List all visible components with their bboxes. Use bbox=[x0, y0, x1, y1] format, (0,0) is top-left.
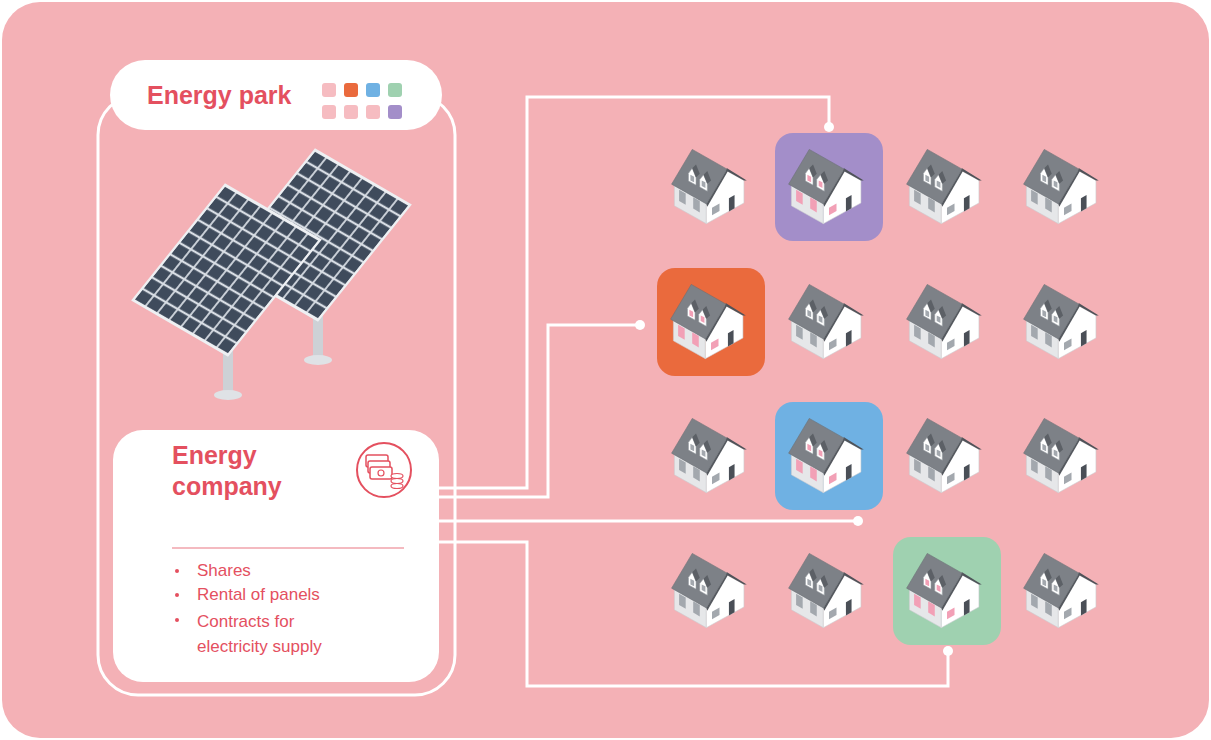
group-outline bbox=[98, 95, 455, 695]
connector-wires bbox=[439, 97, 948, 686]
house-icon bbox=[789, 284, 864, 358]
wire-dot bbox=[853, 516, 863, 526]
bullet-item: Shares bbox=[197, 560, 367, 582]
color-square bbox=[344, 83, 358, 97]
color-squares bbox=[322, 83, 402, 119]
company-box: Energy companySharesRental of panelsCont… bbox=[113, 430, 439, 682]
house-icon bbox=[672, 149, 747, 223]
bullet-item: Rental of panels bbox=[197, 584, 367, 606]
house-icon bbox=[789, 149, 864, 223]
supply-wire bbox=[439, 542, 948, 686]
supply-wire bbox=[439, 520, 858, 523]
highlight-tile bbox=[775, 133, 883, 241]
wire-dot bbox=[635, 320, 645, 330]
house-icon bbox=[907, 553, 982, 627]
bullet-item: Contracts for electricity supply bbox=[197, 609, 367, 659]
solar-panel-illustration bbox=[133, 150, 410, 400]
highlight-tile bbox=[657, 268, 765, 376]
house-icon bbox=[907, 418, 982, 492]
color-square bbox=[366, 83, 380, 97]
box-heading: Energy company bbox=[172, 440, 342, 502]
house-icon bbox=[672, 418, 747, 492]
supply-wire bbox=[439, 325, 640, 497]
panel-base bbox=[304, 355, 332, 365]
color-square bbox=[344, 105, 358, 119]
supply-wire bbox=[439, 97, 829, 488]
color-square bbox=[388, 105, 402, 119]
house-icon bbox=[907, 149, 982, 223]
house-icon bbox=[1024, 418, 1099, 492]
house-icon bbox=[789, 553, 864, 627]
houses bbox=[671, 149, 1099, 627]
house-icon bbox=[1024, 553, 1099, 627]
wire-dot bbox=[943, 646, 953, 656]
house-icon bbox=[1024, 149, 1099, 223]
house-icon bbox=[1024, 284, 1099, 358]
group-heading: Energy park bbox=[147, 80, 347, 110]
panel-base bbox=[214, 390, 242, 400]
solar-panel bbox=[133, 185, 320, 355]
wire-dot bbox=[824, 122, 834, 132]
highlight-tile bbox=[893, 537, 1001, 645]
highlight-tile bbox=[775, 402, 883, 510]
house-icon bbox=[671, 284, 746, 358]
color-square bbox=[322, 83, 336, 97]
color-square bbox=[322, 105, 336, 119]
heading-pill bbox=[110, 60, 442, 130]
color-square bbox=[388, 83, 402, 97]
house-icon bbox=[907, 284, 982, 358]
house-icon bbox=[672, 553, 747, 627]
group-container: Energy parkEnergy companySharesRental of… bbox=[98, 55, 455, 695]
house-icon bbox=[789, 418, 864, 492]
highlight-tiles bbox=[657, 133, 1001, 645]
color-square bbox=[366, 105, 380, 119]
